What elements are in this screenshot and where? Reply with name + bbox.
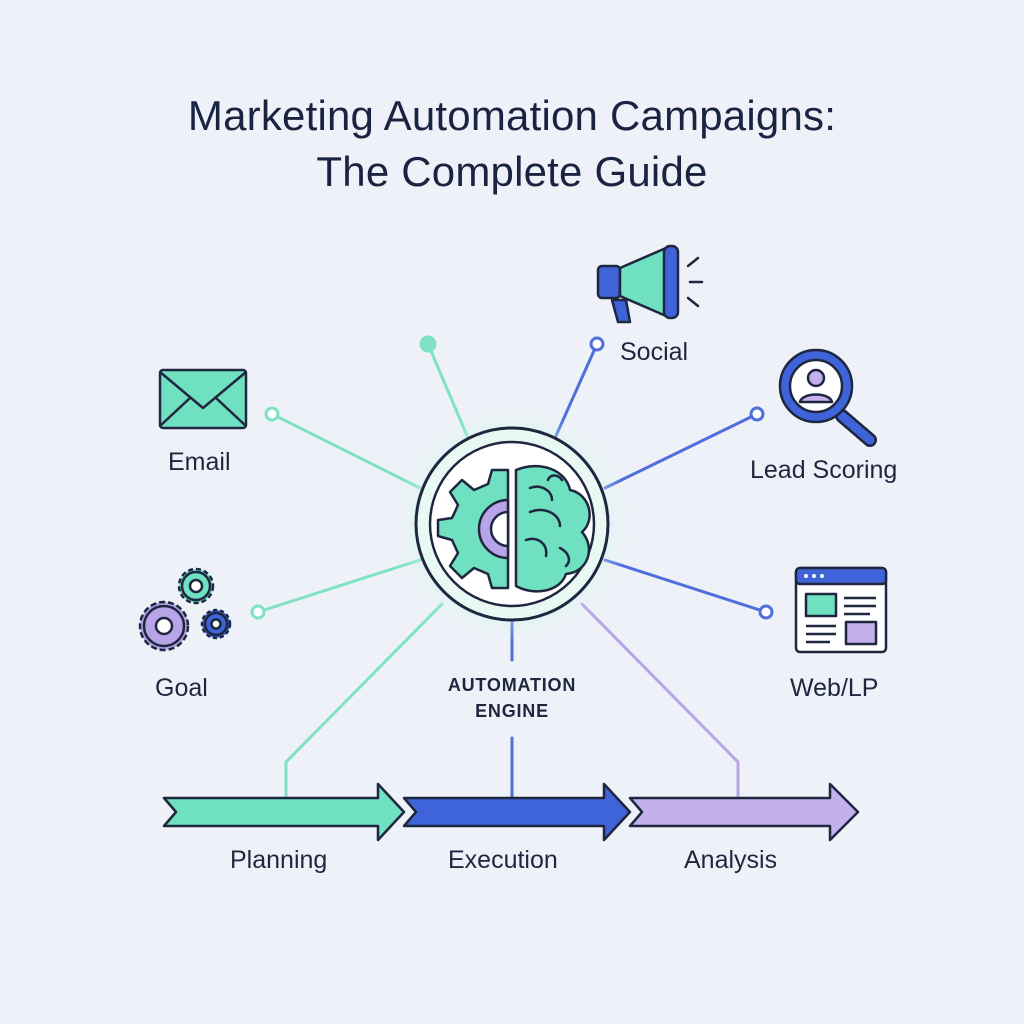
- connector-web: [603, 558, 768, 614]
- gears-icon: [138, 567, 232, 652]
- envelope-icon: [158, 368, 248, 430]
- engine-label-line-2: ENGINE: [475, 701, 549, 721]
- stage-label-execution: Execution: [448, 846, 558, 874]
- dot-lead-scoring: [749, 406, 765, 422]
- engine-label-line-1: AUTOMATION: [447, 675, 577, 695]
- arrow-execution: [402, 782, 632, 842]
- automation-engine-label: AUTOMATION ENGINE: [412, 672, 612, 724]
- connector-goal: [256, 558, 422, 614]
- connector-lead-scoring: [603, 412, 759, 490]
- brain-icon: [514, 464, 591, 593]
- connector-analysis: [580, 602, 740, 800]
- magnifier-person-icon: [778, 348, 877, 447]
- dot-email: [264, 406, 280, 422]
- arrow-analysis: [628, 782, 860, 842]
- stage-label-analysis: Analysis: [684, 846, 778, 874]
- megaphone-icon: [596, 244, 704, 324]
- dot-top: [419, 335, 437, 353]
- title-line-1: Marketing Automation Campaigns:: [187, 92, 837, 139]
- title-line-2: The Complete Guide: [316, 148, 708, 195]
- dot-web: [758, 604, 774, 620]
- channel-label-email: Email: [168, 448, 231, 476]
- stage-arrows: [162, 782, 860, 842]
- dot-goal: [250, 604, 266, 620]
- arrow-planning: [162, 782, 406, 842]
- endpoint-dots: [250, 335, 774, 620]
- stage-label-planning: Planning: [230, 846, 328, 874]
- gear-icon: [436, 468, 510, 590]
- channel-label-social: Social: [620, 338, 689, 366]
- channel-label-goal: Goal: [155, 674, 208, 702]
- channel-label-web: Web/LP: [790, 674, 879, 702]
- browser-window-icon: [794, 566, 888, 654]
- connector-email: [270, 412, 422, 490]
- automation-engine-hub: [394, 406, 630, 642]
- channel-label-lead-scoring: Lead Scoring: [750, 456, 898, 484]
- connector-planning: [284, 602, 444, 800]
- page-title: Marketing Automation Campaigns: The Comp…: [0, 88, 1024, 200]
- dot-social: [589, 336, 605, 352]
